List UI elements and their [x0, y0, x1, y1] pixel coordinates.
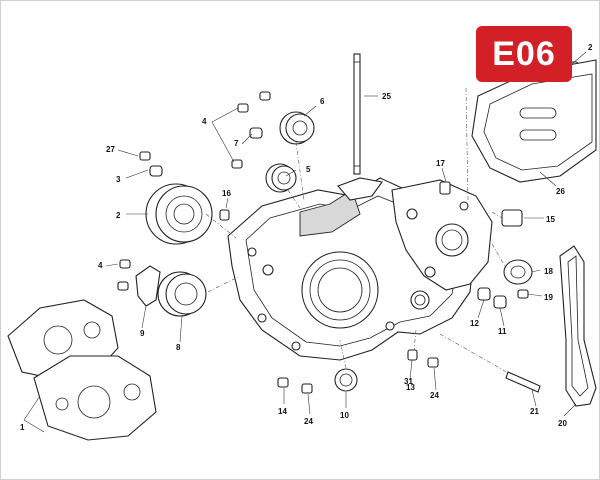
label-13: 13	[406, 383, 415, 392]
label-15: 15	[546, 215, 555, 224]
label-17: 17	[436, 159, 445, 168]
bearing-5	[265, 163, 297, 193]
label-1: 1	[20, 423, 25, 432]
label-12: 12	[470, 319, 479, 328]
label-4-left: 4	[98, 261, 103, 270]
section-code-badge: E06	[476, 26, 572, 82]
bearing-10	[334, 368, 358, 392]
thumbnail-engine-1	[7, 299, 157, 441]
label-21: 21	[530, 407, 539, 416]
label-2-top-right: 2	[588, 43, 593, 52]
label-6: 6	[320, 97, 325, 106]
guide-20	[559, 245, 597, 407]
label-26: 26	[556, 187, 565, 196]
label-19: 19	[544, 293, 553, 302]
label-24-right: 24	[430, 391, 439, 400]
crankcase-right	[391, 179, 493, 291]
label-24-left: 24	[304, 417, 313, 426]
label-5: 5	[306, 165, 311, 174]
label-27: 27	[106, 145, 115, 154]
label-14: 14	[278, 407, 287, 416]
label-10: 10	[340, 411, 349, 420]
leader-lines	[23, 51, 587, 433]
part-labels: 1 2 3 4 4 5 6 7 8 9 10 11 12 13 14 15 16…	[20, 43, 593, 432]
label-31: 31	[404, 377, 413, 386]
label-11: 11	[498, 327, 507, 336]
bearing-6	[279, 111, 315, 145]
label-20: 20	[558, 419, 567, 428]
label-8: 8	[176, 343, 181, 352]
bearing-8	[157, 271, 207, 317]
label-9: 9	[140, 329, 145, 338]
label-25: 25	[382, 92, 391, 101]
label-7: 7	[234, 139, 239, 148]
fasteners	[117, 61, 579, 394]
stud-25	[353, 53, 361, 175]
label-2: 2	[116, 211, 121, 220]
label-16: 16	[222, 189, 231, 198]
label-3: 3	[116, 175, 121, 184]
label-4-top: 4	[202, 117, 207, 126]
label-18: 18	[544, 267, 553, 276]
bearing-2	[145, 183, 213, 245]
